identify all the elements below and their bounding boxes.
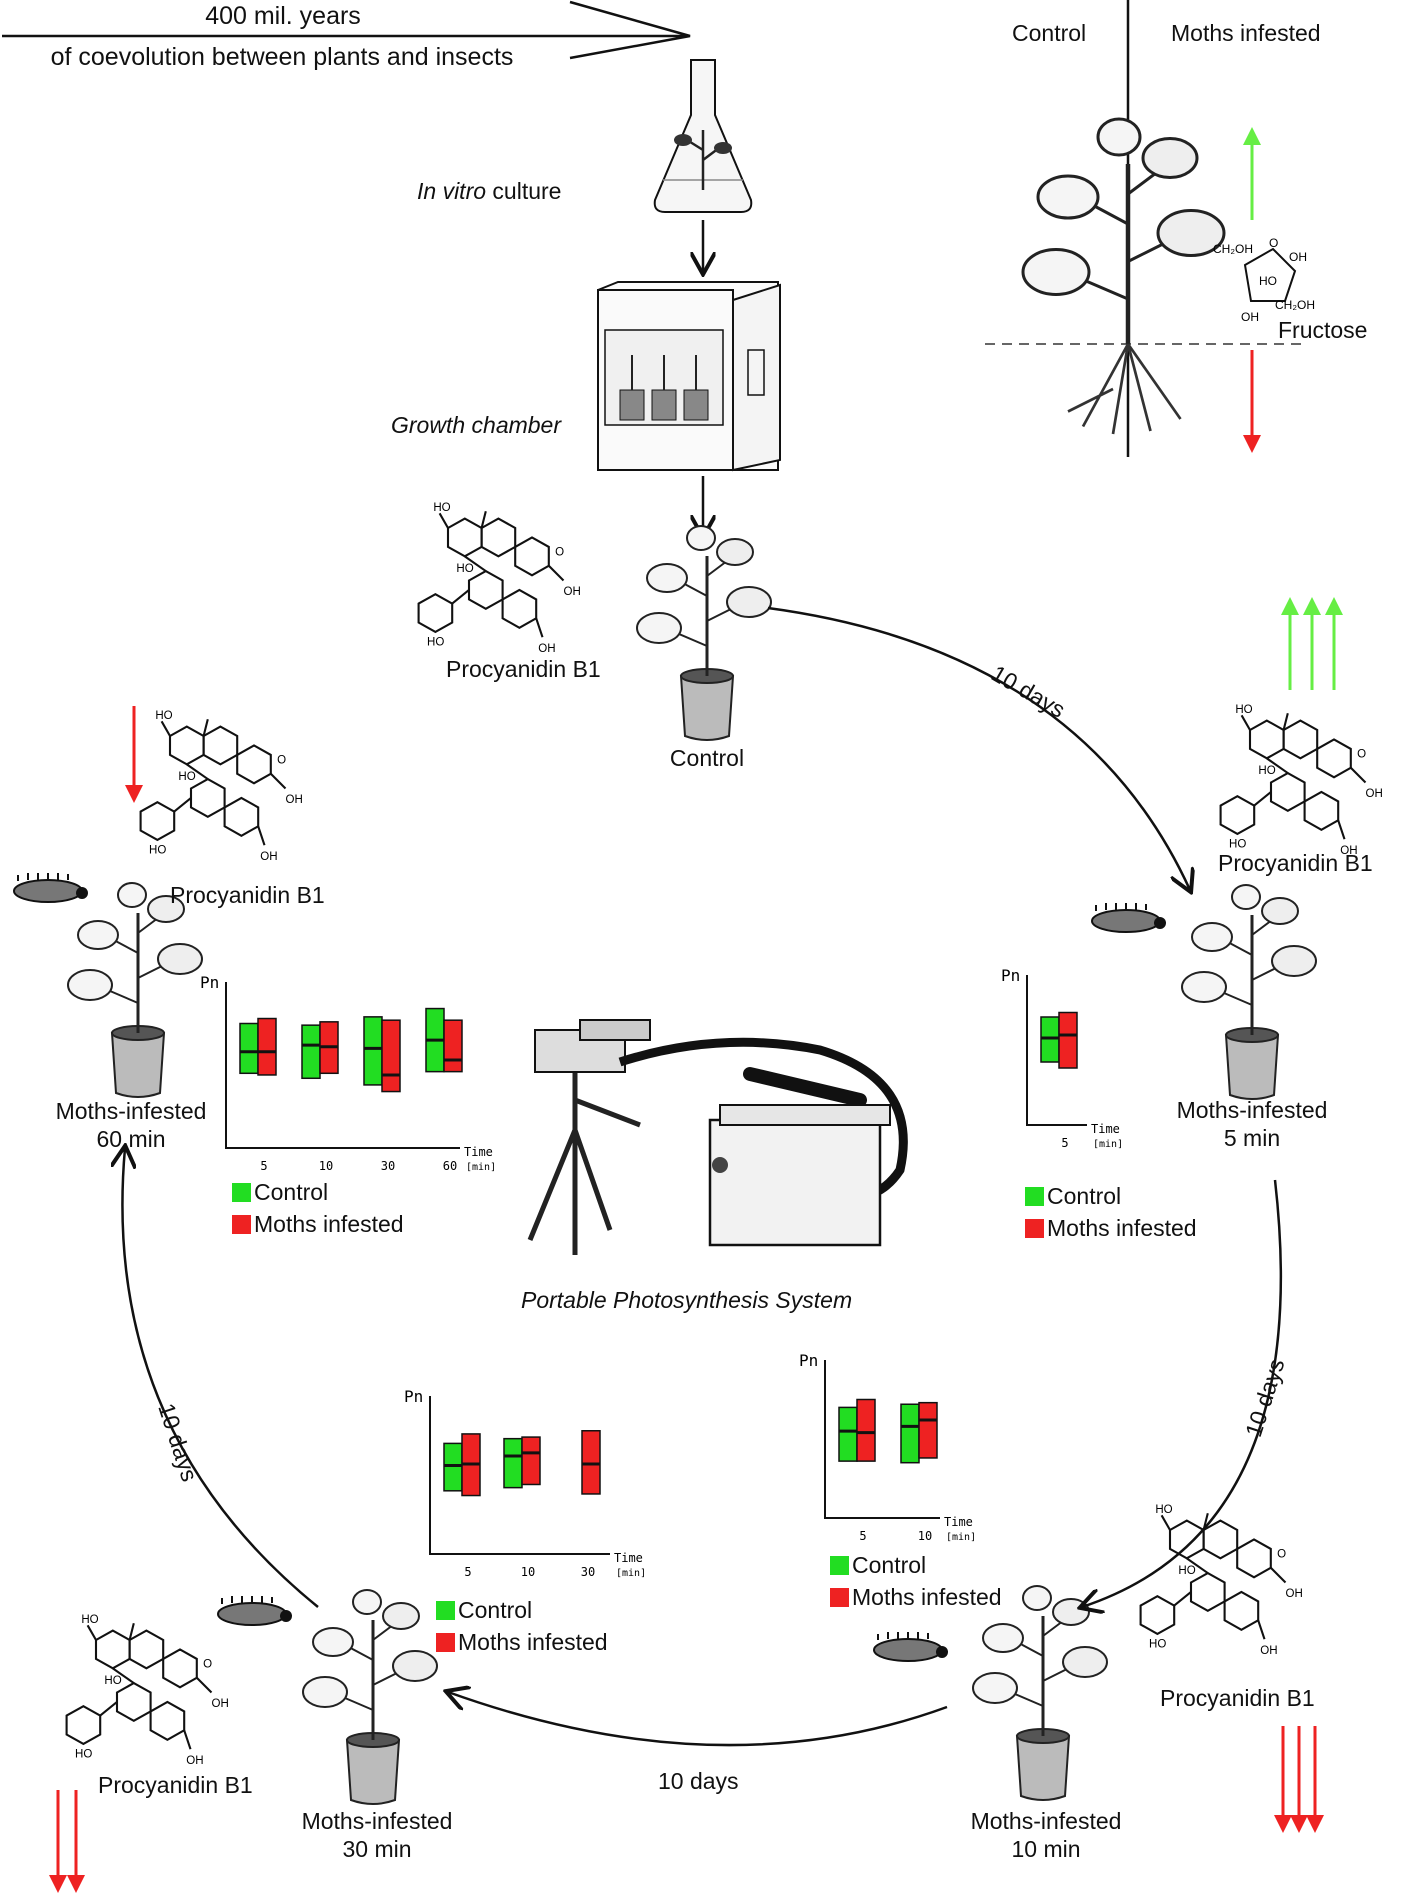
- label-fructose: Fructose: [1278, 317, 1368, 343]
- moth-larva-30min: [217, 1595, 293, 1626]
- in-vitro-em: In vitro: [417, 178, 487, 204]
- header-line2: of coevolution between plants and insect…: [50, 43, 514, 71]
- header-line1: 400 mil. years: [205, 2, 361, 30]
- legend-30min-moths: Moths infested: [436, 1629, 608, 1656]
- label-procyanidin-10min: Procyanidin B1: [1160, 1685, 1315, 1711]
- label-station-60min-b: 60 min: [96, 1126, 166, 1152]
- label-instrument: Portable Photosynthesis System: [521, 1287, 853, 1313]
- procyanidin-structure-30min: [65, 1613, 230, 1768]
- svg-text:OH: OH: [1241, 310, 1259, 324]
- label-procyanidin-30min: Procyanidin B1: [98, 1772, 253, 1798]
- cycle-arrow-30min-to-60min: [122, 1148, 319, 1608]
- label-in-vitro-culture: In vitro culture: [417, 178, 561, 205]
- svg-text:CH₂OH: CH₂OH: [1213, 242, 1253, 256]
- legend-5min-control: Control: [1025, 1183, 1121, 1210]
- label-growth-chamber: Growth chamber: [391, 412, 562, 438]
- legend-label: Control: [458, 1597, 533, 1623]
- label-control-side: Control: [1012, 20, 1087, 46]
- legend-label: Control: [1047, 1183, 1122, 1209]
- label-station-30min-b: 30 min: [342, 1836, 412, 1862]
- legend-label: Moths infested: [254, 1211, 404, 1237]
- legend-60min-moths: Moths infested: [232, 1211, 404, 1238]
- label-10-days-c: 10 days: [658, 1768, 739, 1794]
- legend-swatch-control: [830, 1556, 849, 1575]
- cycle-arrow-5min-to-10min: [1082, 1179, 1282, 1607]
- legend-label: Control: [254, 1179, 329, 1205]
- plant-60min: [66, 881, 204, 1098]
- moth-larva-10min: [873, 1631, 949, 1662]
- legend-10min-control: Control: [830, 1552, 926, 1579]
- legend-swatch-moths: [1025, 1219, 1044, 1238]
- legend-swatch-control: [1025, 1187, 1044, 1206]
- procyanidin-structure-10min: [1139, 1503, 1304, 1658]
- svg-text:OH: OH: [1289, 250, 1307, 264]
- legend-swatch-control: [232, 1183, 251, 1202]
- legend-60min-control: Control: [232, 1179, 328, 1206]
- label-station-60min-a: Moths-infested: [55, 1098, 207, 1124]
- cycle-arrow-control-to-5min: [767, 606, 1190, 890]
- legend-label: Moths infested: [458, 1629, 608, 1655]
- comparison-plant: [1023, 119, 1224, 435]
- label-station-5min-a: Moths-infested: [1176, 1097, 1328, 1123]
- label-procyanidin-5min: Procyanidin B1: [1218, 850, 1373, 876]
- legend-swatch-moths: [232, 1215, 251, 1234]
- legend-swatch-moths: [436, 1633, 455, 1652]
- legend-5min-moths: Moths infested: [1025, 1215, 1197, 1242]
- legend-30min-control: Control: [436, 1597, 532, 1624]
- cycle-arrow-10min-to-30min: [448, 1692, 948, 1747]
- svg-text:CH₂OH: CH₂OH: [1275, 298, 1315, 312]
- legend-10min-moths: Moths infested: [830, 1584, 1002, 1611]
- legend-swatch-moths: [830, 1588, 849, 1607]
- legend-label: Control: [852, 1552, 927, 1578]
- culture-flask: [653, 59, 753, 213]
- growth-chamber: [597, 281, 781, 472]
- legend-label: Moths infested: [852, 1584, 1002, 1610]
- moth-larva-60min: [13, 872, 89, 903]
- procyanidin-structure-top: [417, 501, 582, 656]
- coevolution-arrow: [2, 0, 691, 60]
- photosynthesis-instrument: [527, 1019, 908, 1255]
- label-station-5min-b: 5 min: [1223, 1125, 1281, 1151]
- plant-10min: [971, 1584, 1109, 1801]
- moth-larva-5min: [1091, 902, 1167, 933]
- label-procyanidin-60min: Procyanidin B1: [170, 882, 325, 908]
- label-station-control: Control: [669, 745, 745, 771]
- in-vitro-rest: culture: [486, 178, 562, 204]
- label-station-30min-a: Moths-infested: [301, 1808, 453, 1834]
- label-procyanidin-top: Procyanidin B1: [446, 656, 601, 682]
- label-moths-side: Moths infested: [1171, 20, 1321, 46]
- plant-5min: [1180, 883, 1318, 1100]
- svg-text:HO: HO: [1259, 274, 1277, 288]
- label-station-10min-b: 10 min: [1011, 1836, 1081, 1862]
- plant-30min: [301, 1588, 439, 1805]
- procyanidin-structure-5min: [1219, 703, 1384, 858]
- label-station-10min-a: Moths-infested: [970, 1808, 1122, 1834]
- fructose-structure: CH₂OH O OH HO CH₂OH OH: [1213, 236, 1315, 324]
- legend-swatch-control: [436, 1601, 455, 1620]
- svg-text:O: O: [1269, 236, 1278, 250]
- legend-label: Moths infested: [1047, 1215, 1197, 1241]
- procyanidin-structure-60min: [139, 709, 304, 864]
- control-plant: [635, 524, 773, 741]
